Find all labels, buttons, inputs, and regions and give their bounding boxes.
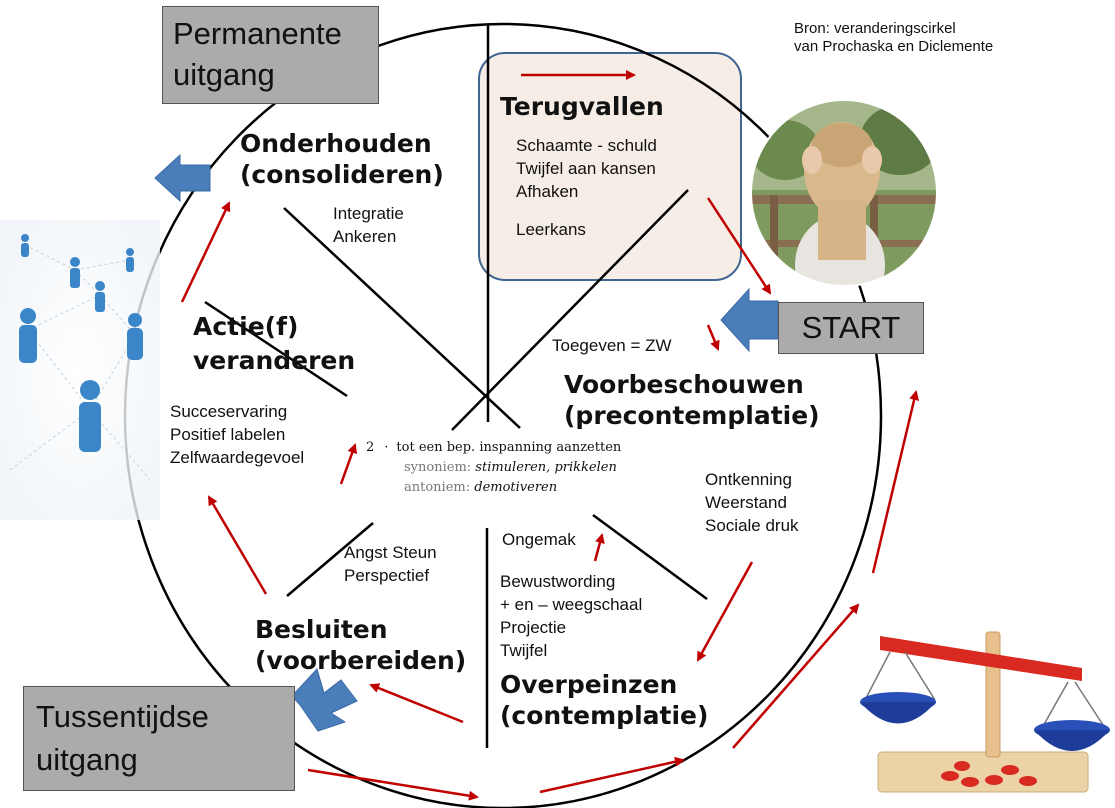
precontemplation-note-3: Sociale druk <box>705 516 799 535</box>
permanent-exit-box: Permanente uitgang <box>162 6 379 104</box>
divider-right-lower <box>592 513 708 601</box>
divider-left-lower <box>286 522 374 597</box>
start-box: START <box>778 302 924 354</box>
contemplation-notes: Bewustwording + en – weegschaal Projecti… <box>500 570 642 662</box>
antonym-value: demotiveren <box>474 480 558 495</box>
decide-note-2: Perspectief <box>344 566 430 585</box>
maintain-note-2: Ankeren <box>333 227 397 246</box>
action-title-line1: Actie(f) <box>193 312 299 341</box>
people-network-icon <box>0 220 160 520</box>
relapse-note-2: Twijfel aan kansen <box>516 159 656 178</box>
interim-exit-line1: Tussentijdse <box>36 699 209 734</box>
definition-bullet: · <box>384 440 389 455</box>
precontemplation-note-2: Weerstand <box>705 493 787 512</box>
balance-scale-icon <box>860 631 1110 793</box>
contemplation-note-first: Ongemak <box>502 530 576 549</box>
synonym-label: synoniem: <box>404 460 472 475</box>
exit-arrow-interim <box>291 668 358 732</box>
toegeven-note: Toegeven = ZW <box>552 336 672 355</box>
divider-diagonal-2 <box>451 189 689 431</box>
contemplation-note-2: Bewustwording <box>500 572 616 591</box>
action-title: Actie(f) veranderen <box>193 310 355 378</box>
relapse-note-1: Schaamte - schuld <box>516 136 657 155</box>
action-note-3: Zelfwaardegevoel <box>170 448 305 467</box>
source-line2: van Prochaska en Diclemente <box>794 38 994 55</box>
interim-exit-line2: uitgang <box>36 742 138 777</box>
exit-arrow-permanent <box>154 153 211 203</box>
relapse-notes: Schaamte - schuld Twijfel aan kansen Afh… <box>516 134 657 241</box>
definition-text: tot een bep. inspanning aanzetten <box>396 440 622 455</box>
precontemplation-title-line2: (precontemplatie) <box>564 401 820 430</box>
contemplation-note-4: Projectie <box>500 618 567 637</box>
interim-exit-box: Tussentijdse uitgang <box>23 686 295 791</box>
maintain-notes: Integratie Ankeren <box>333 202 404 248</box>
relapse-title: Terugvallen <box>500 92 664 121</box>
definition-number: 2 <box>366 440 375 455</box>
contemplation-note-5: Twijfel <box>500 641 548 660</box>
source-line1: Bron: veranderingscirkel <box>794 20 956 37</box>
decide-title-line2: (voorbereiden) <box>255 646 467 675</box>
relapse-note-4: Leerkans <box>516 220 586 239</box>
decide-notes: Angst Steun Perspectief <box>344 541 437 587</box>
action-note-1: Succeservaring <box>170 402 288 421</box>
maintain-title-line1: Onderhouden <box>240 129 432 158</box>
definition-line-1: 2 · tot een bep. inspanning aanzetten <box>366 438 621 458</box>
precontemplation-notes: Ontkenning Weerstand Sociale druk <box>705 468 799 537</box>
precontemplation-title-line1: Voorbeschouwen <box>564 370 804 399</box>
permanent-exit-line1: Permanente <box>173 16 342 51</box>
precontemplation-title: Voorbeschouwen (precontemplatie) <box>564 369 820 431</box>
definition-line-3: antoniem: demotiveren <box>366 478 621 498</box>
contemplation-title-line1: Overpeinzen <box>500 670 678 699</box>
source-note: Bron: veranderingscirkel van Prochaska e… <box>794 20 993 56</box>
precontemplation-note-1: Ontkenning <box>705 470 792 489</box>
relapse-photo <box>751 100 937 286</box>
action-notes: Succeservaring Positief labelen Zelfwaar… <box>170 400 304 469</box>
decide-note-1: Angst Steun <box>344 543 437 562</box>
maintain-title: Onderhouden (consolideren) <box>240 128 444 190</box>
decide-title: Besluiten (voorbereiden) <box>255 614 466 676</box>
divider-diagonal-1 <box>283 207 521 429</box>
contemplation-title: Overpeinzen (contemplatie) <box>500 669 708 731</box>
start-label: START <box>801 310 901 345</box>
maintain-title-line2: (consolideren) <box>240 160 444 189</box>
divider-left-upper <box>204 300 348 398</box>
action-note-2: Positief labelen <box>170 425 286 444</box>
permanent-exit-line2: uitgang <box>173 57 275 92</box>
start-arrow <box>720 287 779 353</box>
contemplation-title-line2: (contemplatie) <box>500 701 709 730</box>
contemplation-note-3: + en – weegschaal <box>500 595 643 614</box>
maintain-note-1: Integratie <box>333 204 404 223</box>
action-title-line2: veranderen <box>193 346 356 375</box>
synonym-value: stimuleren, prikkelen <box>475 460 617 475</box>
red-arrows <box>180 70 920 801</box>
decide-title-line1: Besluiten <box>255 615 388 644</box>
relapse-box <box>478 52 742 281</box>
antonym-label: antoniem: <box>404 480 471 495</box>
definition-line-2: synoniem: stimuleren, prikkelen <box>366 458 621 478</box>
definition-snippet: 2 · tot een bep. inspanning aanzetten syno… <box>366 438 621 498</box>
relapse-note-3: Afhaken <box>516 182 579 201</box>
